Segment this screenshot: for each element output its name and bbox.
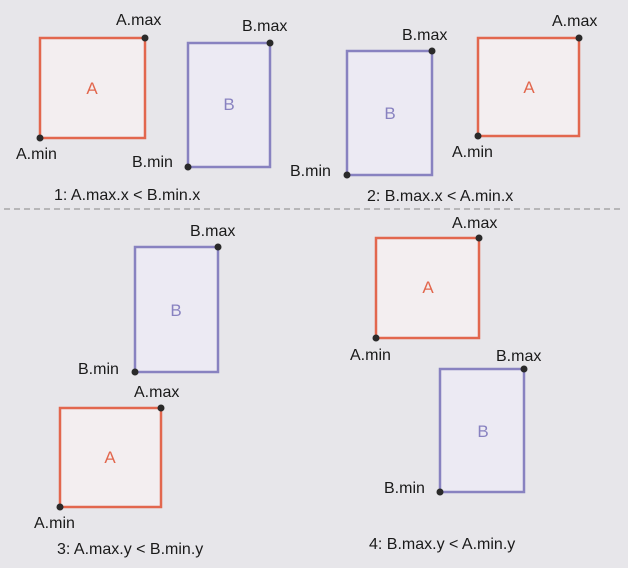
b-min-point: [131, 368, 139, 376]
case-2: B B.min B.max A A.min A.max 2: B.max.x <…: [290, 13, 597, 205]
box-a-label: A: [422, 278, 434, 297]
box-a: [476, 36, 581, 138]
a-max-point: [475, 234, 483, 242]
caption-4: 4: B.max.y < A.min.y: [369, 536, 515, 553]
a-max-label: A.max: [552, 13, 597, 30]
box-a-label: A: [104, 448, 116, 467]
a-max-point: [575, 34, 583, 42]
a-max-label: A.max: [116, 12, 161, 29]
a-min-point: [56, 503, 64, 511]
b-max-label: B.max: [190, 223, 235, 240]
a-min-point: [474, 132, 482, 140]
b-min-label: B.min: [384, 480, 425, 497]
b-max-point: [428, 47, 436, 55]
box-a-label: A: [523, 78, 535, 97]
box-b-label: B: [384, 104, 395, 123]
caption-3: 3: A.max.y < B.min.y: [57, 541, 203, 558]
b-max-point: [520, 365, 528, 373]
a-min-point: [372, 334, 380, 342]
caption-1: 1: A.max.x < B.min.x: [54, 187, 200, 204]
case-4: A A.min A.max B B.min B.max 4: B.max.y <…: [350, 215, 541, 553]
b-max-label: B.max: [242, 18, 287, 35]
b-min-point: [436, 488, 444, 496]
b-min-label: B.min: [132, 154, 173, 171]
box-b: [133, 245, 220, 374]
box-b: [345, 49, 434, 177]
b-max-label: B.max: [496, 348, 541, 365]
case-1: A A.min A.max B B.min B.max 1: A.max.x <…: [16, 12, 287, 204]
box-b: [438, 367, 526, 494]
box-a: [58, 406, 163, 509]
caption-2: 2: B.max.x < A.min.x: [367, 188, 513, 205]
a-min-label: A.min: [350, 347, 391, 364]
box-b: [186, 41, 272, 169]
b-min-label: B.min: [290, 163, 331, 180]
box-a-label: A: [86, 79, 98, 98]
a-min-label: A.min: [34, 515, 75, 532]
a-max-label: A.max: [452, 215, 497, 232]
a-max-point: [157, 404, 165, 412]
box-a: [374, 236, 481, 340]
box-b-label: B: [223, 95, 234, 114]
b-min-label: B.min: [78, 361, 119, 378]
b-min-point: [343, 171, 351, 179]
a-max-label: A.max: [134, 384, 179, 401]
case-3: B B.min B.max A A.min A.max 3: A.max.y <…: [34, 223, 235, 558]
b-max-point: [266, 39, 274, 47]
a-min-point: [36, 134, 44, 142]
box-b-label: B: [170, 301, 181, 320]
box-b-label: B: [477, 422, 488, 441]
b-min-point: [184, 163, 192, 171]
b-max-point: [214, 243, 222, 251]
a-min-label: A.min: [452, 144, 493, 161]
b-max-label: B.max: [402, 27, 447, 44]
box-a: [38, 36, 147, 140]
a-max-point: [141, 34, 149, 42]
a-min-label: A.min: [16, 146, 57, 163]
